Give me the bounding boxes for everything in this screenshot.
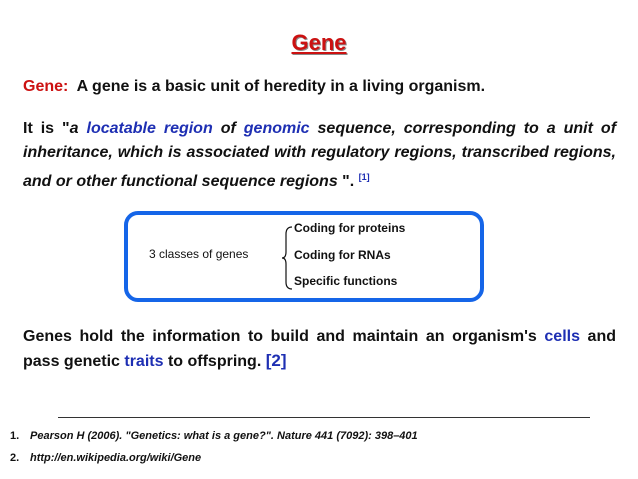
slide-title: Gene <box>291 30 347 55</box>
reference-text: Pearson H (2006). "Genetics: what is a g… <box>30 430 418 442</box>
genes-part-a: Genes hold the information to build and … <box>23 328 545 345</box>
link-genomic[interactable]: genomic <box>243 120 310 137</box>
gene-classes-label: 3 classes of genes <box>149 247 249 261</box>
link-locatable-region[interactable]: locatable region <box>86 120 213 137</box>
definition-text: A gene is a basic unit of heredity in a … <box>76 78 486 95</box>
quote-intro: It is " <box>23 120 70 137</box>
reference-item: 1. Pearson H (2006). "Genetics: what is a… <box>10 430 418 442</box>
genes-part-c: to offspring. <box>163 353 266 370</box>
genes-part-b: and pass genetic <box>23 328 617 370</box>
references-divider <box>58 417 590 418</box>
gene-quote: It is "a locatable region of genomic seq… <box>23 117 616 194</box>
gene-definition: Gene: A gene is a basic unit of heredity… <box>23 78 623 96</box>
gene-class-item: Coding for proteins <box>294 221 406 235</box>
quote-part-b: of <box>212 120 244 137</box>
reference-url[interactable]: http://en.wikipedia.org/wiki/Gene <box>30 452 202 464</box>
genes-paragraph: Genes hold the information to build and … <box>23 325 616 374</box>
reference-number: 1. <box>10 430 20 442</box>
reference-1-link[interactable]: [1] <box>358 172 370 182</box>
references-list: 1. Pearson H (2006). "Genetics: what is a… <box>10 430 418 474</box>
quote-part-c: sequence, corresponding to a unit of inh… <box>23 120 617 190</box>
quote-part-a: a <box>69 120 87 137</box>
link-cells[interactable]: cells <box>544 328 580 345</box>
definition-label: Gene: <box>23 78 69 95</box>
reference-item: 2. http://en.wikipedia.org/wiki/Gene <box>10 452 418 464</box>
reference-2-link[interactable]: [2] <box>265 351 287 370</box>
gene-classes-box <box>124 211 484 302</box>
link-traits[interactable]: traits <box>124 353 164 370</box>
gene-class-item: Specific functions <box>294 274 398 288</box>
reference-number: 2. <box>10 452 20 464</box>
quote-end: ". <box>342 173 355 190</box>
curly-brace-icon <box>282 226 293 290</box>
gene-class-item: Coding for RNAs <box>294 248 391 262</box>
